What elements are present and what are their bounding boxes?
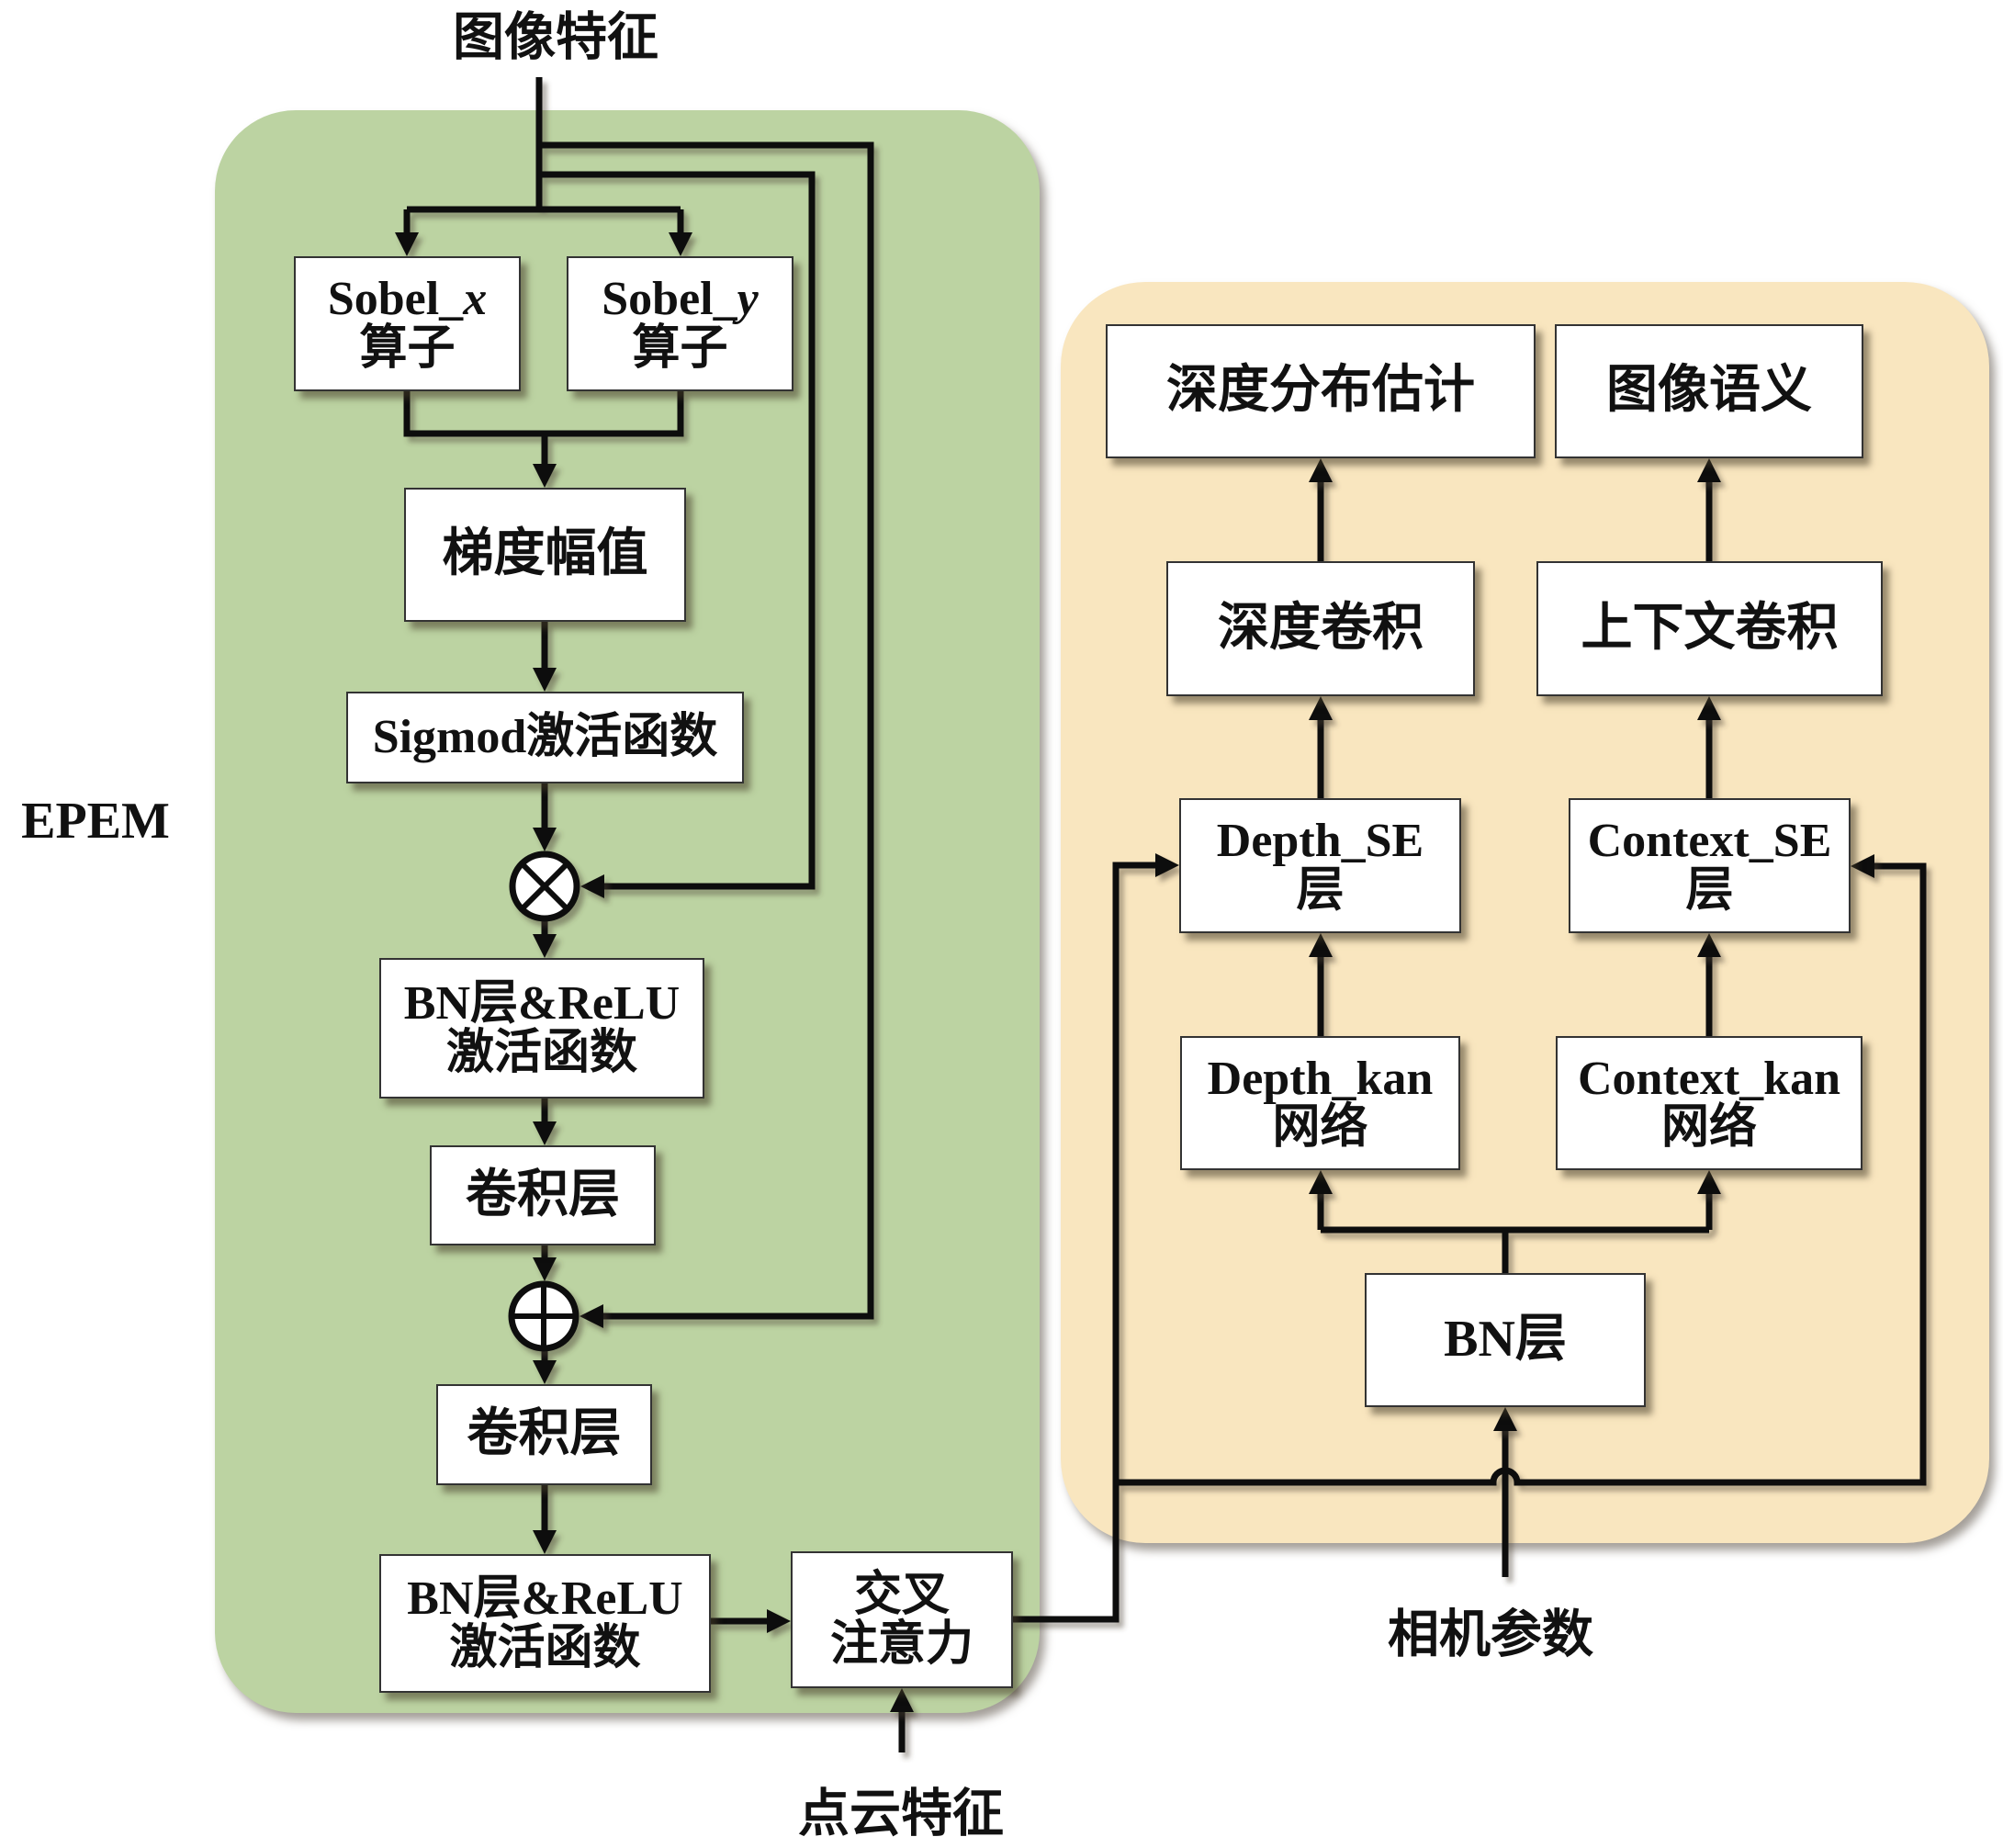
context-se-line1: Context_SE xyxy=(1587,815,1832,868)
depth-se-line1: Depth_SE xyxy=(1216,815,1424,868)
sobel-y-subtitle: 算子 xyxy=(632,321,728,375)
sobel-x-box: Sobel_x 算子 xyxy=(294,256,521,391)
bn-relu-2-line1: BN层&ReLU xyxy=(407,1572,683,1626)
cross-attention-line2: 注意力 xyxy=(829,1617,973,1671)
bn-relu-1-line2: 激活函数 xyxy=(445,1026,637,1079)
context-se-line2: 层 xyxy=(1685,863,1734,917)
bn-relu-2-line2: 激活函数 xyxy=(449,1621,641,1674)
image-semantics-label: 图像语义 xyxy=(1606,362,1812,420)
gradient-magnitude-label: 梯度幅值 xyxy=(442,525,648,583)
depth-kan-line1: Depth_kan xyxy=(1207,1052,1434,1105)
depth-distribution-label: 深度分布估计 xyxy=(1166,362,1475,420)
bn-relu-2-box: BN层&ReLU 激活函数 xyxy=(379,1554,711,1693)
camera-params-label: 相机参数 xyxy=(1388,1606,1593,1664)
bn-relu-1-line1: BN层&ReLU xyxy=(403,977,681,1031)
sigmoid-label: Sigmod激活函数 xyxy=(372,711,718,764)
cross-attention-box: 交叉 注意力 xyxy=(791,1551,1013,1688)
conv-1-label: 卷积层 xyxy=(466,1166,620,1223)
sobel-x-title: Sobel_x xyxy=(327,273,488,326)
conv-2-box: 卷积层 xyxy=(436,1384,652,1485)
bn-box: BN层 xyxy=(1365,1273,1646,1407)
depth-kan-line2: 网络 xyxy=(1272,1101,1368,1154)
conv-2-label: 卷积层 xyxy=(467,1405,622,1463)
gradient-magnitude-box: 梯度幅值 xyxy=(404,488,686,622)
context-conv-box: 上下文卷积 xyxy=(1536,561,1883,696)
sobel-y-box: Sobel_y 算子 xyxy=(567,256,793,391)
epem-label: EPEM xyxy=(21,793,170,850)
context-kan-line2: 网络 xyxy=(1660,1101,1757,1154)
depth-conv-label: 深度卷积 xyxy=(1218,599,1423,657)
add-operator-icon xyxy=(508,1280,580,1352)
sobel-y-title: Sobel_y xyxy=(602,273,759,326)
context-se-box: Context_SE 层 xyxy=(1569,798,1851,933)
conv-1-box: 卷积层 xyxy=(430,1145,656,1245)
sobel-x-subtitle: 算子 xyxy=(359,321,456,375)
cross-attention-line1: 交叉 xyxy=(853,1569,950,1622)
image-semantics-box: 图像语义 xyxy=(1555,324,1863,458)
context-kan-line1: Context_kan xyxy=(1577,1052,1841,1105)
bn-relu-1-box: BN层&ReLU 激活函数 xyxy=(379,958,704,1099)
depth-se-line2: 层 xyxy=(1296,863,1345,917)
multiply-operator-icon xyxy=(509,851,580,922)
depth-distribution-box: 深度分布估计 xyxy=(1106,324,1536,458)
sigmoid-box: Sigmod激活函数 xyxy=(346,692,744,783)
depth-kan-box: Depth_kan 网络 xyxy=(1180,1036,1460,1170)
context-conv-label: 上下文卷积 xyxy=(1581,599,1839,657)
depth-conv-box: 深度卷积 xyxy=(1166,561,1475,696)
point-cloud-features-label: 点云特征 xyxy=(798,1786,1004,1843)
bn-label: BN层 xyxy=(1444,1311,1567,1369)
image-features-label: 图像特征 xyxy=(453,9,658,67)
depth-se-box: Depth_SE 层 xyxy=(1179,798,1461,933)
context-kan-box: Context_kan 网络 xyxy=(1556,1036,1862,1170)
